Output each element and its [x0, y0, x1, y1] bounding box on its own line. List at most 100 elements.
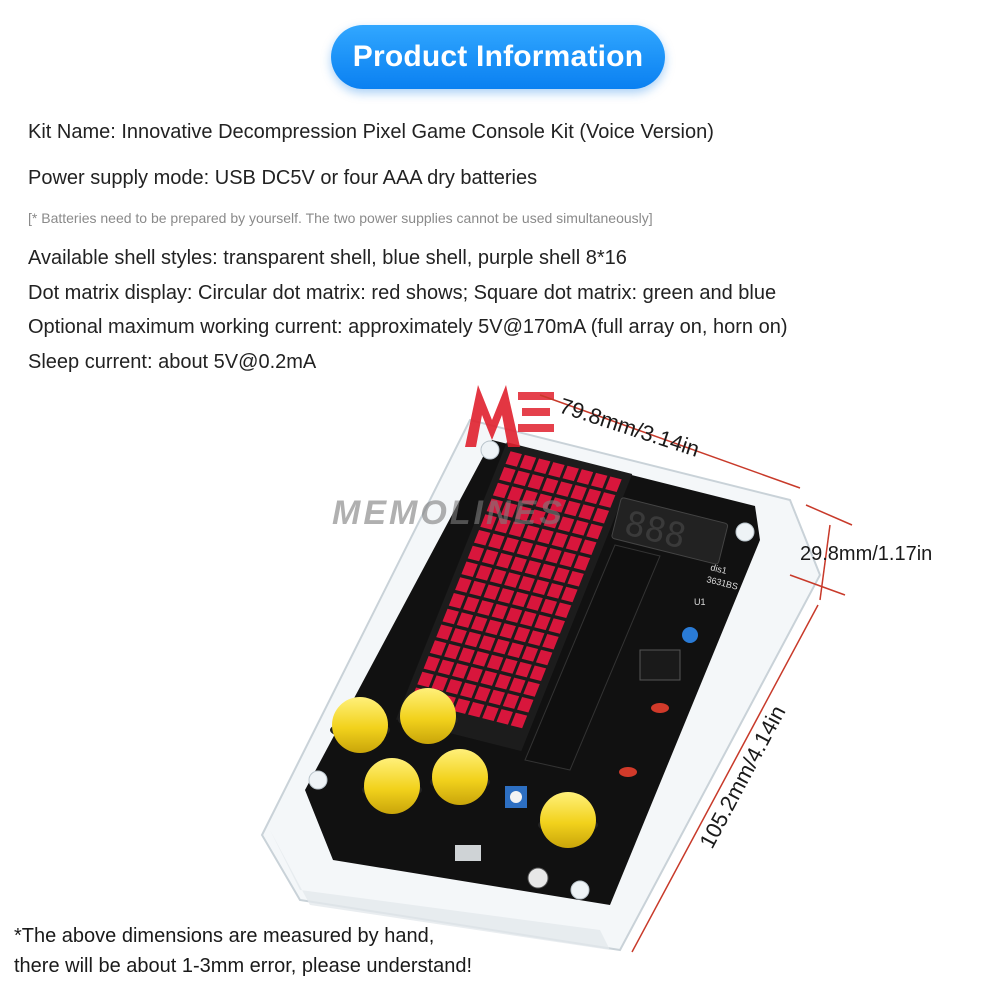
led-dot	[496, 709, 513, 725]
corner-post	[570, 880, 590, 900]
led-dot	[455, 577, 472, 593]
led-dot	[521, 489, 538, 506]
led-dot	[513, 626, 531, 643]
led-dot	[562, 465, 579, 482]
led-dot	[445, 678, 463, 695]
chip-label: U1	[694, 597, 706, 607]
led-dot	[423, 656, 441, 672]
spec-dot-matrix: Dot matrix display: Circular dot matrix:…	[28, 282, 777, 304]
spec-shell-styles: Available shell styles: transparent shel…	[28, 247, 627, 269]
led-dot	[549, 497, 567, 513]
led-dot	[473, 530, 491, 546]
led-dot	[576, 469, 594, 485]
led-dot	[521, 646, 539, 662]
led-dot	[532, 579, 550, 596]
led-dot	[504, 572, 521, 588]
led-dot	[453, 698, 471, 714]
led-dot	[570, 485, 587, 501]
footnote-line-1: *The above dimensions are measured by ha…	[14, 925, 435, 947]
led-dot	[444, 643, 461, 660]
led-dot	[477, 600, 494, 616]
led-dot	[586, 523, 603, 540]
led-dot	[481, 549, 499, 565]
led-dot	[500, 502, 518, 518]
led-dot	[605, 476, 622, 492]
led-dot	[556, 481, 573, 497]
led-dot	[530, 544, 548, 560]
led-dot	[535, 649, 553, 666]
battery-note: [* Batteries need to be prepared by your…	[28, 210, 653, 226]
led-dot	[436, 624, 453, 641]
led-dot	[535, 493, 553, 510]
led-dot	[546, 583, 564, 599]
led-dot	[437, 659, 455, 676]
led-dot	[431, 675, 448, 691]
led-dot	[452, 663, 469, 679]
led-dot	[584, 488, 602, 505]
led-dot	[508, 521, 526, 537]
led-dot	[474, 686, 491, 702]
corner-post	[735, 522, 755, 542]
led-dot	[507, 642, 524, 659]
resistor-red	[619, 767, 637, 777]
led-dot	[538, 563, 556, 580]
led-dot	[545, 548, 562, 564]
led-dot	[534, 614, 551, 631]
led-dot	[512, 591, 529, 608]
potentiometer-knob	[510, 791, 522, 803]
led-dot	[483, 584, 501, 600]
capacitor	[682, 627, 698, 643]
led-dot	[516, 540, 534, 557]
ic-socket	[639, 649, 681, 681]
game-button-2	[400, 688, 456, 744]
led-dot	[480, 670, 498, 686]
led-dot	[517, 696, 534, 713]
led-dot	[502, 537, 519, 553]
led-dot	[542, 633, 559, 650]
led-dot	[590, 472, 608, 489]
led-dot	[540, 598, 558, 615]
led-dot	[493, 638, 510, 655]
led-dot	[480, 514, 497, 530]
led-dot	[520, 611, 537, 627]
led-dot	[509, 677, 526, 694]
led-dot	[494, 674, 512, 690]
dimension-lines	[539, 394, 853, 953]
led-dot	[573, 555, 591, 571]
led-dot	[463, 596, 480, 613]
led-dot	[527, 474, 545, 490]
led-dot	[537, 528, 554, 545]
led-dot	[461, 561, 478, 578]
led-dot	[466, 666, 483, 683]
led-dot	[497, 588, 515, 604]
led-dot	[510, 556, 527, 573]
led-dot	[505, 451, 522, 467]
spec-kit-name: Kit Name: Innovative Decompression Pixel…	[28, 121, 714, 143]
led-dot	[518, 575, 535, 592]
led-dot	[499, 623, 516, 639]
spec-power-supply: Power supply mode: USB DC5V or four AAA …	[28, 167, 538, 189]
switch-component	[527, 867, 549, 889]
led-dot	[543, 512, 561, 529]
game-button-3	[364, 758, 420, 814]
led-dot	[467, 701, 485, 718]
led-dot	[524, 560, 542, 576]
led-dot	[467, 545, 485, 562]
led-dot	[551, 532, 568, 548]
led-dot	[510, 712, 528, 729]
footnote-line-2: there will be about 1-3mm error, please …	[14, 955, 473, 977]
led-dot	[478, 635, 496, 651]
led-dot	[529, 665, 547, 681]
led-dot	[505, 607, 523, 623]
led-dot	[592, 507, 610, 524]
corner-post	[480, 440, 500, 460]
led-dot	[488, 689, 505, 706]
usb-port	[455, 845, 481, 861]
led-dot	[557, 516, 575, 533]
led-dot-matrix	[395, 442, 633, 752]
led-dot	[450, 628, 467, 644]
display-label: dis1	[710, 562, 728, 576]
led-dot	[460, 682, 477, 699]
led-dot	[417, 671, 434, 688]
title-banner: Product Information	[331, 25, 665, 89]
